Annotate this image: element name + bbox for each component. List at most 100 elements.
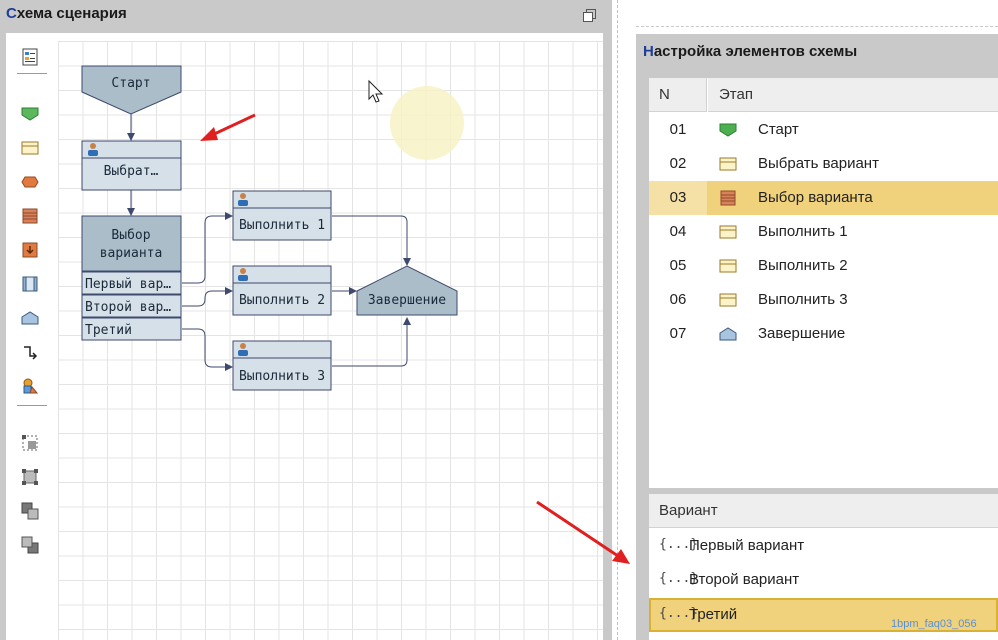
column-header-n[interactable]: N [649,78,707,112]
send-back-icon[interactable] [20,535,40,555]
elements-panel-title: Настройка элементов схемы [643,43,857,60]
node-start[interactable]: Старт [81,65,182,115]
start-icon [719,123,737,137]
variant-row[interactable]: {...} Второй вариант [649,563,998,597]
user-icon [238,343,248,356]
choice-shape-icon[interactable] [20,206,40,226]
variants-table: Вариант {...} Первый вариант {...} Второ… [649,494,998,640]
branch-third-label: Третий [85,323,132,338]
node-exec-3[interactable]: Выполнить 3 [232,340,332,391]
stage-row[interactable]: 07 Завершение [649,317,998,351]
stage-label: Выбор варианта [758,189,873,206]
frame-shape-icon[interactable] [20,274,40,294]
node-choice-label-line1: Выбор [111,228,150,243]
braces-icon: {...} [659,571,699,586]
connector-branch2[interactable] [182,287,233,307]
scheme-title-first-letter: С [6,5,17,22]
stage-icon [719,259,737,273]
stage-number: 06 [669,291,687,308]
node-select-label: Выбрат… [104,164,159,179]
stage-number: 05 [669,257,687,274]
stage-label: Выполнить 2 [758,257,848,274]
scenario-scheme-panel: Схема сценария [0,0,612,640]
scheme-diagram: Старт Выбрат… Выбор варианта Первый вар… [81,65,458,391]
elements-title-first-letter: Н [643,43,654,60]
variant-label: Третий [689,606,738,623]
align-corners-icon[interactable] [20,467,40,487]
connectors [127,114,411,371]
variant-row-selected[interactable]: {...} Третий [649,598,998,632]
branch-second-label: Второй вар… [85,300,171,315]
column-header-stage[interactable]: Этап [708,78,998,112]
hexagon-shape-icon[interactable] [20,172,40,192]
node-select-option[interactable]: Выбрат… [81,140,182,191]
node-exec-3-label: Выполнить 3 [239,369,325,384]
braces-icon: {...} [659,537,699,552]
choice-icon [720,190,736,206]
connector-exec1-finish[interactable] [332,215,411,266]
shape-toolbar [6,33,54,640]
stage-row[interactable]: 01 Старт [649,113,998,147]
splitter-dash [617,0,618,640]
panel-splitter[interactable] [612,0,636,640]
top-divider [636,26,998,27]
toolbar-separator [17,73,47,74]
user-icon [238,193,248,206]
cursor-highlight [390,86,464,160]
stage-shape-icon[interactable] [20,138,40,158]
node-exec-1-label: Выполнить 1 [239,218,325,233]
group-shapes-icon[interactable] [20,376,40,396]
scheme-panel-title: Схема сценария [6,5,127,22]
stage-number: 01 [669,121,687,138]
toolbar-separator [17,405,47,406]
stage-number: 03 [649,181,707,215]
finish-shape-icon[interactable] [20,308,40,328]
stage-row[interactable]: 02 Выбрать вариант [649,147,998,181]
stage-row[interactable]: 05 Выполнить 2 [649,249,998,283]
node-finish[interactable]: Завершение [356,265,458,316]
branch-first-label: Первый вар… [85,277,171,292]
branch-first[interactable] [81,271,182,295]
variants-header[interactable]: Вариант [649,494,998,528]
restore-window-icon[interactable] [583,9,596,22]
branch-second[interactable] [81,294,182,318]
properties-icon[interactable] [20,47,40,67]
node-exec-1[interactable]: Выполнить 1 [232,190,332,241]
node-choice[interactable]: Выбор варианта Первый вар… Второй вар… Т… [81,215,182,341]
variant-row[interactable]: {...} Первый вариант [649,529,998,563]
node-exec-2-label: Выполнить 2 [239,293,325,308]
finish-icon [719,327,737,341]
variant-label: Второй вариант [689,571,800,588]
stage-label: Выполнить 3 [758,291,848,308]
connector-branch1[interactable] [182,212,233,284]
elements-title-rest: астройка элементов схемы [653,43,858,60]
stage-label: Завершение [758,325,846,342]
start-shape-icon[interactable] [20,104,40,124]
stage-number: 04 [669,223,687,240]
stage-icon [719,157,737,171]
stage-icon [719,225,737,239]
stage-icon [719,293,737,307]
align-top-left-icon[interactable] [20,433,40,453]
bring-front-icon[interactable] [20,501,40,521]
variant-label: Первый вариант [689,537,805,554]
scheme-title-rest: хема сценария [16,5,127,22]
node-finish-label: Завершение [368,293,446,308]
stage-row-selected[interactable]: 03 Выбор варианта [649,181,998,215]
connector-branch3[interactable] [182,328,233,371]
node-start-label: Старт [111,76,150,91]
mouse-cursor-icon [368,79,384,103]
node-exec-2[interactable]: Выполнить 2 [232,265,332,316]
import-shape-icon[interactable] [20,240,40,260]
stage-label: Выполнить 1 [758,223,848,240]
braces-icon: {...} [659,606,699,621]
connector-icon[interactable] [20,342,40,362]
stage-row[interactable]: 06 Выполнить 3 [649,283,998,317]
user-icon [238,268,248,281]
stages-table: N Этап 01 Старт 02 Выбрать вариант 03 Вы… [649,78,998,488]
branch-third[interactable] [81,317,182,341]
connector-exec3-finish[interactable] [332,317,411,367]
stage-label: Старт [758,121,799,138]
stage-row[interactable]: 04 Выполнить 1 [649,215,998,249]
